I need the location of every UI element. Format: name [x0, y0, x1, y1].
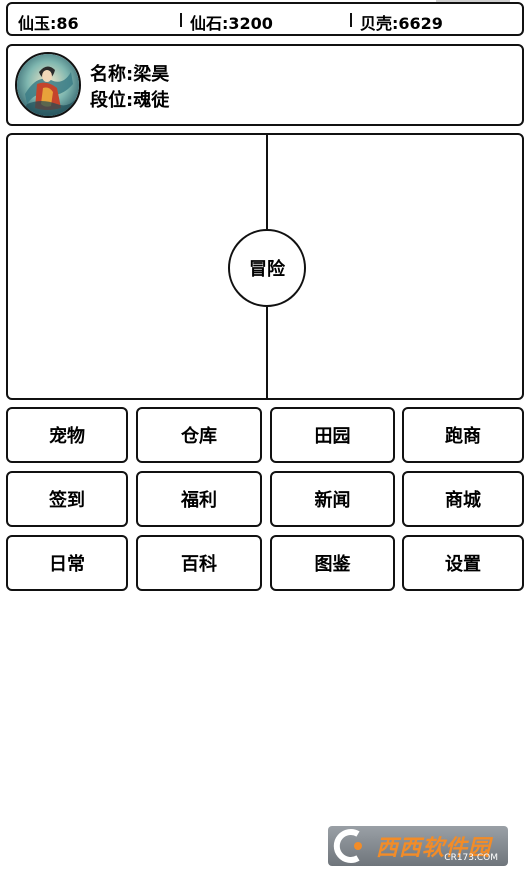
avatar-portrait-icon [17, 54, 79, 116]
profile-card: 名称:梁昊 段位:魂徒 [6, 44, 524, 126]
shell-count: 贝壳:6629 [360, 14, 443, 33]
stone-count: 仙石:3200 [190, 14, 273, 33]
watermark-logo: 西西软件园 CR173.COM [328, 826, 508, 866]
settings-button[interactable]: 设置 [402, 535, 524, 591]
encyclopedia-button[interactable]: 百科 [136, 535, 262, 591]
codex-button[interactable]: 图鉴 [270, 535, 395, 591]
shop-button[interactable]: 商城 [402, 471, 524, 527]
panel-divider-bottom [266, 307, 268, 400]
resource-bar: 仙玉:86 仙石:3200 贝壳:6629 [6, 2, 524, 36]
adventure-panel: 冒险 [6, 133, 524, 400]
warehouse-button[interactable]: 仓库 [136, 407, 262, 463]
jade-count: 仙玉:86 [18, 14, 79, 33]
news-button[interactable]: 新闻 [270, 471, 395, 527]
daily-button[interactable]: 日常 [6, 535, 128, 591]
panel-divider-top [266, 135, 268, 229]
checkin-button[interactable]: 签到 [6, 471, 128, 527]
welfare-button[interactable]: 福利 [136, 471, 262, 527]
garden-button[interactable]: 田园 [270, 407, 395, 463]
watermark-subtext: CR173.COM [444, 853, 498, 863]
pet-button[interactable]: 宠物 [6, 407, 128, 463]
resource-divider [180, 13, 182, 27]
resource-divider [350, 13, 352, 27]
avatar[interactable] [15, 52, 81, 118]
adventure-button[interactable]: 冒险 [228, 229, 306, 307]
trade-button[interactable]: 跑商 [402, 407, 524, 463]
watermark-text: 西西软件园 [376, 836, 492, 861]
player-name: 名称:梁昊 [90, 64, 170, 85]
player-rank: 段位:魂徒 [90, 90, 170, 111]
watermark-c-icon [333, 829, 362, 863]
